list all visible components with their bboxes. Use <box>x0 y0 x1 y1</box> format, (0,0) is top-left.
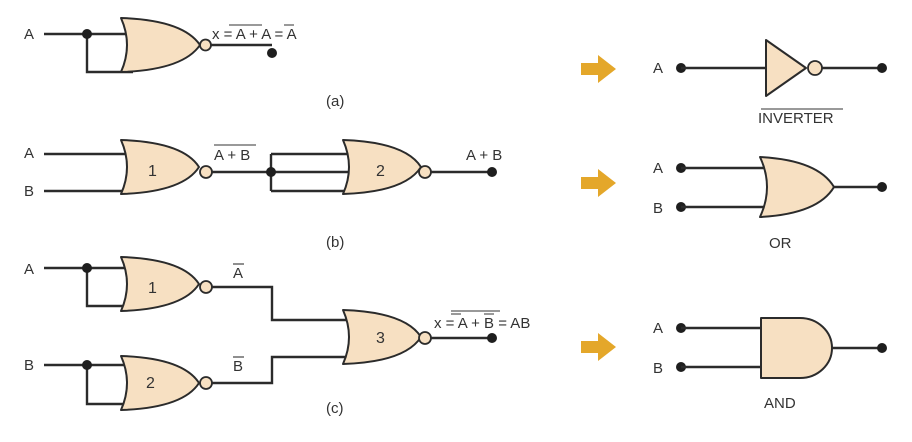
panel-b-output-terminal <box>487 167 497 177</box>
panel-b-gate-1-number: 1 <box>148 163 157 180</box>
or-wires <box>681 166 882 209</box>
inverter-bubble <box>807 60 823 76</box>
panel-c-junction-b <box>82 360 92 370</box>
panel-b-mid-expression: A + B <box>214 147 250 164</box>
equivalent-or: A B OR <box>653 156 887 252</box>
equivalence-arrows <box>581 55 616 361</box>
panel-b-input-a-label: A <box>24 145 34 162</box>
panel-b-nor-gate-1 <box>120 139 200 195</box>
panel-c-gate-2-number: 2 <box>146 375 155 392</box>
panel-c-nor-gate-3 <box>342 309 422 365</box>
panel-a-nor-gate <box>120 17 201 73</box>
panel-c-output-terminal <box>487 333 497 343</box>
panel-c-nor-gate-1 <box>120 256 200 312</box>
panel-b-gate-2-number: 2 <box>376 163 385 180</box>
or-gate <box>759 156 835 218</box>
inverter-gate <box>765 39 807 97</box>
panel-b-gate-2-bubble <box>418 165 432 179</box>
panel-c-gate-1-number: 1 <box>148 280 157 297</box>
panel-b-input-b-label: B <box>24 183 34 200</box>
panel-a-expression: x = A + A = A <box>212 26 297 43</box>
and-wires <box>681 326 882 369</box>
panel-c-overbars <box>451 310 500 315</box>
panel-c-gate-2-bubble <box>199 376 213 390</box>
panel-a-nor-bubble <box>199 38 212 52</box>
inverter-name: INVERTER <box>758 110 834 127</box>
panel-c-mid-wires <box>212 285 354 385</box>
panel-c-caption: (c) <box>326 400 344 417</box>
panel-a-caption: (a) <box>326 93 344 110</box>
equivalent-inverter: A INVERTER <box>653 39 887 127</box>
panel-b-caption: (b) <box>326 234 344 251</box>
arrow-icon <box>581 333 616 361</box>
panel-c-gate-3-bubble <box>418 331 432 345</box>
or-input-b-label: B <box>653 200 663 217</box>
panel-a: A x = A + A = A (a) <box>24 17 344 110</box>
panel-b-input-wires <box>44 152 133 193</box>
panel-a-input-wires <box>44 32 133 74</box>
and-gate <box>760 317 833 379</box>
panel-b-gate-1-bubble <box>199 165 213 179</box>
panel-c-nor-gate-2 <box>120 355 200 411</box>
panel-c-input-b-label: B <box>24 357 34 374</box>
panel-b-nor-gate-2 <box>342 139 422 195</box>
panel-a-junction <box>82 29 92 39</box>
and-input-a-label: A <box>653 320 663 337</box>
panel-a-output-terminal <box>267 48 277 58</box>
panel-c-junction-a <box>82 263 92 273</box>
panel-c-a-bar-label: A <box>233 265 243 282</box>
or-name: OR <box>769 235 792 252</box>
inverter-output-terminal <box>877 63 887 73</box>
panel-b-junction <box>266 167 276 177</box>
and-input-b-label: B <box>653 360 663 377</box>
panel-c-gate-3-number: 3 <box>376 330 385 347</box>
panel-c-b-bar-label: B <box>233 358 243 375</box>
panel-a-input-label: A <box>24 26 34 43</box>
panel-b-output-expression: A + B <box>466 147 502 164</box>
panel-b: A B 1 A + B 2 A + B (b) <box>24 139 502 251</box>
panel-c: A B 1 2 A B 3 x = A + B = AB (c) <box>24 256 530 417</box>
panel-c-output-expression: x = A + B = AB <box>434 315 530 332</box>
panel-c-gate-1-bubble <box>199 280 213 294</box>
or-input-a-label: A <box>653 160 663 177</box>
and-output-terminal <box>877 343 887 353</box>
and-name: AND <box>764 395 796 412</box>
or-output-terminal <box>877 182 887 192</box>
equivalent-and: A B AND <box>653 317 887 412</box>
panel-c-input-a-label: A <box>24 261 34 278</box>
inverter-input-label: A <box>653 60 663 77</box>
panel-c-input-b-wires <box>44 363 133 406</box>
panel-c-input-a-wires <box>44 266 133 308</box>
arrow-icon <box>581 55 616 83</box>
arrow-icon <box>581 169 616 197</box>
